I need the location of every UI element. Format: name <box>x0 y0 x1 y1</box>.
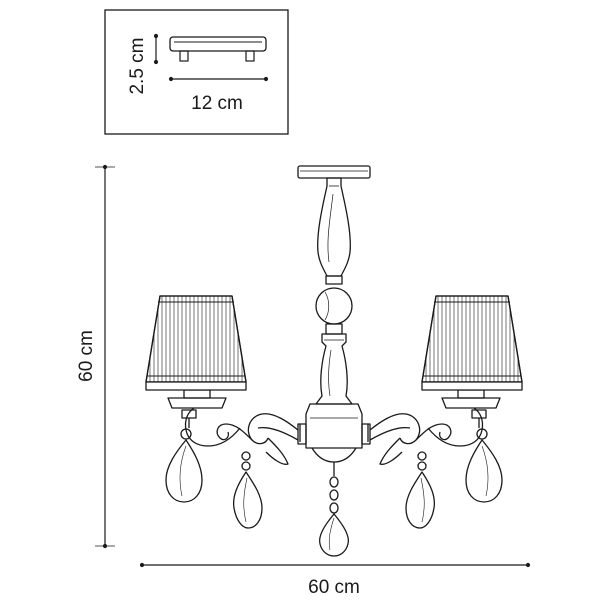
chandelier <box>145 165 523 557</box>
ceiling-canopy <box>297 165 371 179</box>
stem-ball <box>315 287 353 325</box>
center-crystal-drop <box>318 513 350 557</box>
left-outer-crystal-drop <box>165 439 203 503</box>
center-crystal-chain <box>318 476 350 557</box>
right-lamp <box>421 295 523 503</box>
inset-width-label: 12 cm <box>191 93 243 114</box>
inset-height-label: 2.5 cm <box>127 37 148 94</box>
left-lamp <box>145 295 247 503</box>
right-inner-crystal-drop <box>405 471 436 529</box>
left-arm <box>184 407 299 529</box>
central-body <box>305 403 363 449</box>
ceiling-plate-side-view <box>169 36 267 62</box>
right-outer-crystal-drop <box>465 439 503 503</box>
overall-height-label: 60 cm <box>76 330 97 382</box>
right-arm <box>369 407 484 529</box>
right-shade <box>421 295 523 383</box>
left-inner-crystal-drop <box>232 471 263 529</box>
overall-width-label: 60 cm <box>308 577 360 598</box>
stem-baluster <box>315 333 353 405</box>
mount-inset: 2.5 cm 12 cm <box>104 9 289 135</box>
stem-upper-vase <box>317 177 351 277</box>
inset-frame <box>104 9 289 135</box>
overall-height-dimension <box>95 164 115 549</box>
left-shade <box>145 295 247 383</box>
